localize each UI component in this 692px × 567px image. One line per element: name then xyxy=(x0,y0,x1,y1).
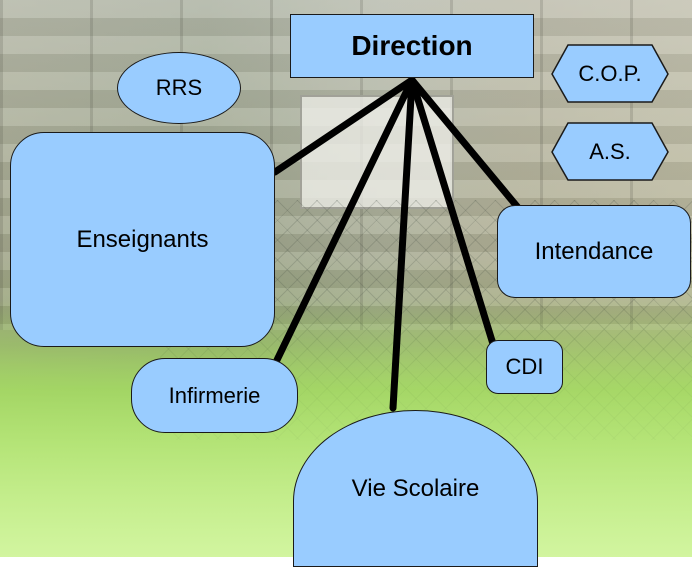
node-infirmerie-label: Infirmerie xyxy=(168,382,261,408)
hexagon-shape xyxy=(551,44,669,103)
connector-infirmerie xyxy=(273,76,416,364)
node-direction: Direction xyxy=(290,14,534,78)
node-cop-label: C.O.P. xyxy=(578,61,642,86)
node-rrs: RRS xyxy=(117,52,241,124)
node-cop: C.O.P. xyxy=(550,44,670,104)
connector-cdi xyxy=(408,76,497,348)
node-cdi: CDI xyxy=(486,340,563,394)
connector-enseignants xyxy=(271,76,416,176)
node-rrs-label: RRS xyxy=(155,75,203,100)
node-enseignants-label: Enseignants xyxy=(76,225,209,253)
node-as: A.S. xyxy=(550,122,670,182)
node-infirmerie: Infirmerie xyxy=(131,358,298,433)
hexagon-shape xyxy=(551,122,669,181)
connector-intendance xyxy=(408,76,524,214)
node-intendance-label: Intendance xyxy=(534,237,654,265)
node-intendance: Intendance xyxy=(497,205,691,298)
connector-vie-scolaire xyxy=(389,76,416,412)
node-vie-scolaire-label: Vie Scolaire xyxy=(351,474,480,502)
node-direction-label: Direction xyxy=(351,30,473,61)
node-cdi-label: CDI xyxy=(505,354,544,379)
node-vie-scolaire: Vie Scolaire xyxy=(293,410,538,567)
node-as-label: A.S. xyxy=(589,139,631,164)
node-enseignants: Enseignants xyxy=(10,132,275,347)
